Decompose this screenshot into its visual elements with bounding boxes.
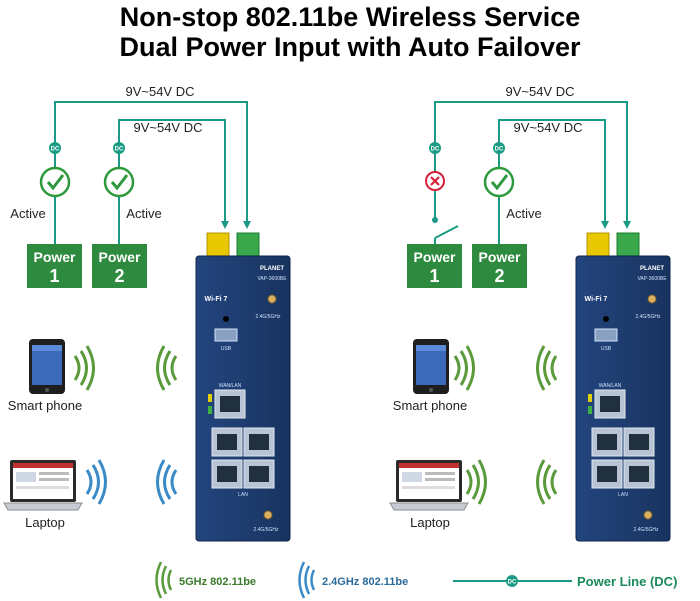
power-2-box: Power 2	[92, 244, 147, 288]
svg-text:USB: USB	[601, 346, 612, 352]
status-label-power2: Active	[506, 206, 541, 221]
legend-power-line-label: Power Line (DC)	[577, 574, 677, 589]
wifi7-label: Wi-Fi 7	[585, 296, 608, 303]
svg-text:DC: DC	[508, 580, 517, 586]
dc-badge: DC	[429, 142, 441, 154]
power-2-box: Power 2	[472, 244, 527, 288]
power-line-legend-icon: DC	[453, 575, 572, 587]
laptop-icon	[389, 460, 469, 511]
switch-contact	[432, 217, 438, 223]
check-circle-icon	[103, 166, 135, 198]
wave-24ghz-icon	[298, 561, 316, 599]
smartphone-icon	[413, 339, 449, 394]
svg-text:Power: Power	[413, 249, 456, 265]
title-line-1: Non-stop 802.11be Wireless Service	[119, 2, 581, 32]
scenario-1: 9V~54V DC 9V~54V DC DC DC Active Active …	[3, 84, 291, 542]
svg-text:2.4G/5GHz: 2.4G/5GHz	[255, 314, 281, 320]
access-point-device: PLANET VAP-3600BE Wi-Fi 7 2.4G/5GHz USB …	[575, 232, 671, 542]
wave-5ghz-icon	[156, 345, 178, 391]
svg-text:USB: USB	[221, 346, 232, 352]
svg-text:2.4G/5GHz: 2.4G/5GHz	[633, 527, 659, 533]
smartphone-label: Smart phone	[8, 398, 82, 413]
wave-5ghz-icon	[155, 561, 173, 599]
voltage-label-inner: 9V~54V DC	[133, 120, 202, 135]
wave-24ghz-icon	[85, 459, 107, 505]
device-model: VAP-3600BE	[257, 276, 287, 282]
svg-text:2.4G/5GHz: 2.4G/5GHz	[253, 527, 279, 533]
smartphone-label: Smart phone	[393, 398, 467, 413]
svg-text:DC: DC	[495, 147, 504, 153]
wave-24ghz-icon	[156, 459, 178, 505]
status-label-power2: Active	[126, 206, 161, 221]
dc-badge: DC	[113, 142, 125, 154]
smartphone-icon	[29, 339, 65, 394]
laptop-label: Laptop	[410, 515, 450, 530]
power-line-inner	[118, 119, 229, 244]
device-model: VAP-3600BE	[637, 276, 667, 282]
svg-text:Power: Power	[33, 249, 76, 265]
svg-text:1: 1	[49, 266, 59, 286]
svg-text:DC: DC	[431, 147, 440, 153]
dc-badge: DC	[493, 142, 505, 154]
laptop-label: Laptop	[25, 515, 65, 530]
wave-5ghz-icon	[453, 345, 475, 391]
svg-text:2: 2	[114, 266, 124, 286]
svg-text:LAN: LAN	[238, 492, 248, 498]
legend: 5GHz 802.11be 2.4GHz 802.11be DC Power L…	[155, 561, 677, 599]
wave-5ghz-icon	[465, 459, 487, 505]
voltage-label-outer: 9V~54V DC	[125, 84, 194, 99]
check-circle-icon	[483, 166, 515, 198]
svg-text:Power: Power	[98, 249, 141, 265]
svg-text:LAN: LAN	[618, 492, 628, 498]
check-circle-icon	[39, 166, 71, 198]
power-line-inner	[498, 119, 609, 244]
power-line-outer	[434, 101, 631, 244]
status-label-power1: Active	[10, 206, 45, 221]
legend-5ghz-label: 5GHz 802.11be	[179, 576, 256, 588]
access-point-device: PLANET VAP-3600BE Wi-Fi 7 2.4G/5GHz USB …	[195, 232, 291, 542]
svg-text:2.4G/5GHz: 2.4G/5GHz	[635, 314, 661, 320]
svg-text:WAN/LAN: WAN/LAN	[599, 383, 622, 389]
laptop-icon	[3, 460, 83, 511]
scenario-2: 9V~54V DC 9V~54V DC DC DC Active Power 1	[389, 84, 671, 542]
wave-5ghz-icon	[536, 459, 558, 505]
wifi7-label: Wi-Fi 7	[205, 296, 228, 303]
x-circle-icon	[425, 171, 445, 191]
device-brand: PLANET	[640, 266, 664, 272]
device-brand: PLANET	[260, 266, 284, 272]
power-1-box: Power 1	[407, 244, 462, 288]
svg-text:Power: Power	[478, 249, 521, 265]
dc-badge: DC	[49, 142, 61, 154]
svg-text:2: 2	[494, 266, 504, 286]
wave-5ghz-icon	[536, 345, 558, 391]
voltage-label-outer: 9V~54V DC	[505, 84, 574, 99]
power-1-box: Power 1	[27, 244, 82, 288]
svg-text:1: 1	[429, 266, 439, 286]
svg-text:WAN/LAN: WAN/LAN	[219, 383, 242, 389]
title-line-2: Dual Power Input with Auto Failover	[119, 32, 581, 62]
svg-text:DC: DC	[51, 147, 60, 153]
wave-5ghz-icon	[73, 345, 95, 391]
legend-24ghz-label: 2.4GHz 802.11be	[322, 576, 408, 588]
voltage-label-inner: 9V~54V DC	[513, 120, 582, 135]
svg-text:DC: DC	[115, 147, 124, 153]
